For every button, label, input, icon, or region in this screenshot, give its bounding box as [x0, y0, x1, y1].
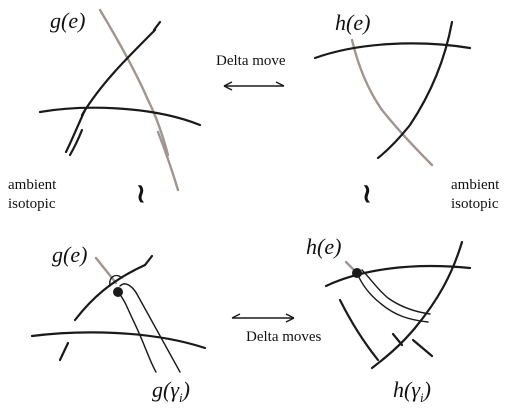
strand-bottom-arc — [38, 106, 202, 127]
strand-left-upper — [64, 108, 87, 154]
loop-strand-br-2 — [361, 269, 431, 315]
label-h-gamma: h(γi) — [393, 377, 431, 405]
edge-strand-g-e — [98, 8, 170, 157]
loop-strand-left — [117, 291, 157, 373]
label-delta-moves: Delta moves — [246, 329, 322, 345]
strand-bl-bottom-arc — [30, 331, 207, 350]
symbol-isotopic-left: ≀ — [136, 179, 146, 208]
panel-top-right — [313, 20, 472, 167]
strand-bl-left — [58, 341, 70, 362]
strand-bottom-left-hook — [152, 20, 162, 32]
strand-right-diagonal — [376, 20, 454, 160]
label-top-left-g-e: g(e) — [50, 8, 85, 33]
edge-strand-g-e-bottom — [94, 256, 118, 285]
label-top-right-h-e: h(e) — [335, 10, 370, 35]
arrow-bottom — [231, 313, 295, 323]
strand-top-arc — [313, 42, 472, 60]
strand-bl-hook — [143, 254, 154, 267]
label-isotopic-right: isotopic — [451, 196, 499, 212]
strand-br-cross-1 — [391, 332, 404, 347]
strand-br-cross-2 — [411, 338, 434, 358]
strand-bl-diagonal — [73, 263, 147, 322]
label-g-gamma: g(γi) — [152, 377, 190, 405]
edge-strand-h-e-bottom — [344, 260, 356, 272]
arrow-top — [223, 81, 285, 91]
symbol-isotopic-right: ≀ — [362, 179, 372, 208]
label-delta-move: Delta move — [216, 53, 286, 69]
strand-left-short — [68, 128, 84, 157]
strand-left-diagonal — [80, 28, 157, 117]
strand-br-left — [338, 298, 380, 362]
panel-bottom-left — [30, 254, 207, 373]
label-bottom-left-g-e: g(e) — [52, 242, 87, 267]
loop-strand-right — [119, 283, 181, 373]
label-isotopic-left: isotopic — [8, 196, 56, 212]
label-ambient-left: ambient — [8, 177, 57, 193]
strand-br-right-diagonal — [370, 240, 464, 370]
panel-bottom-right — [324, 240, 472, 370]
loop-strand-br-1 — [356, 272, 429, 323]
edge-strand-h-e — [350, 38, 434, 167]
edge-strand-g-e-lower — [156, 130, 180, 192]
label-bottom-right-h-e: h(e) — [306, 234, 341, 259]
panel-top-left — [38, 8, 202, 192]
label-ambient-right: ambient — [451, 177, 500, 193]
strand-br-top-arc — [324, 264, 472, 288]
